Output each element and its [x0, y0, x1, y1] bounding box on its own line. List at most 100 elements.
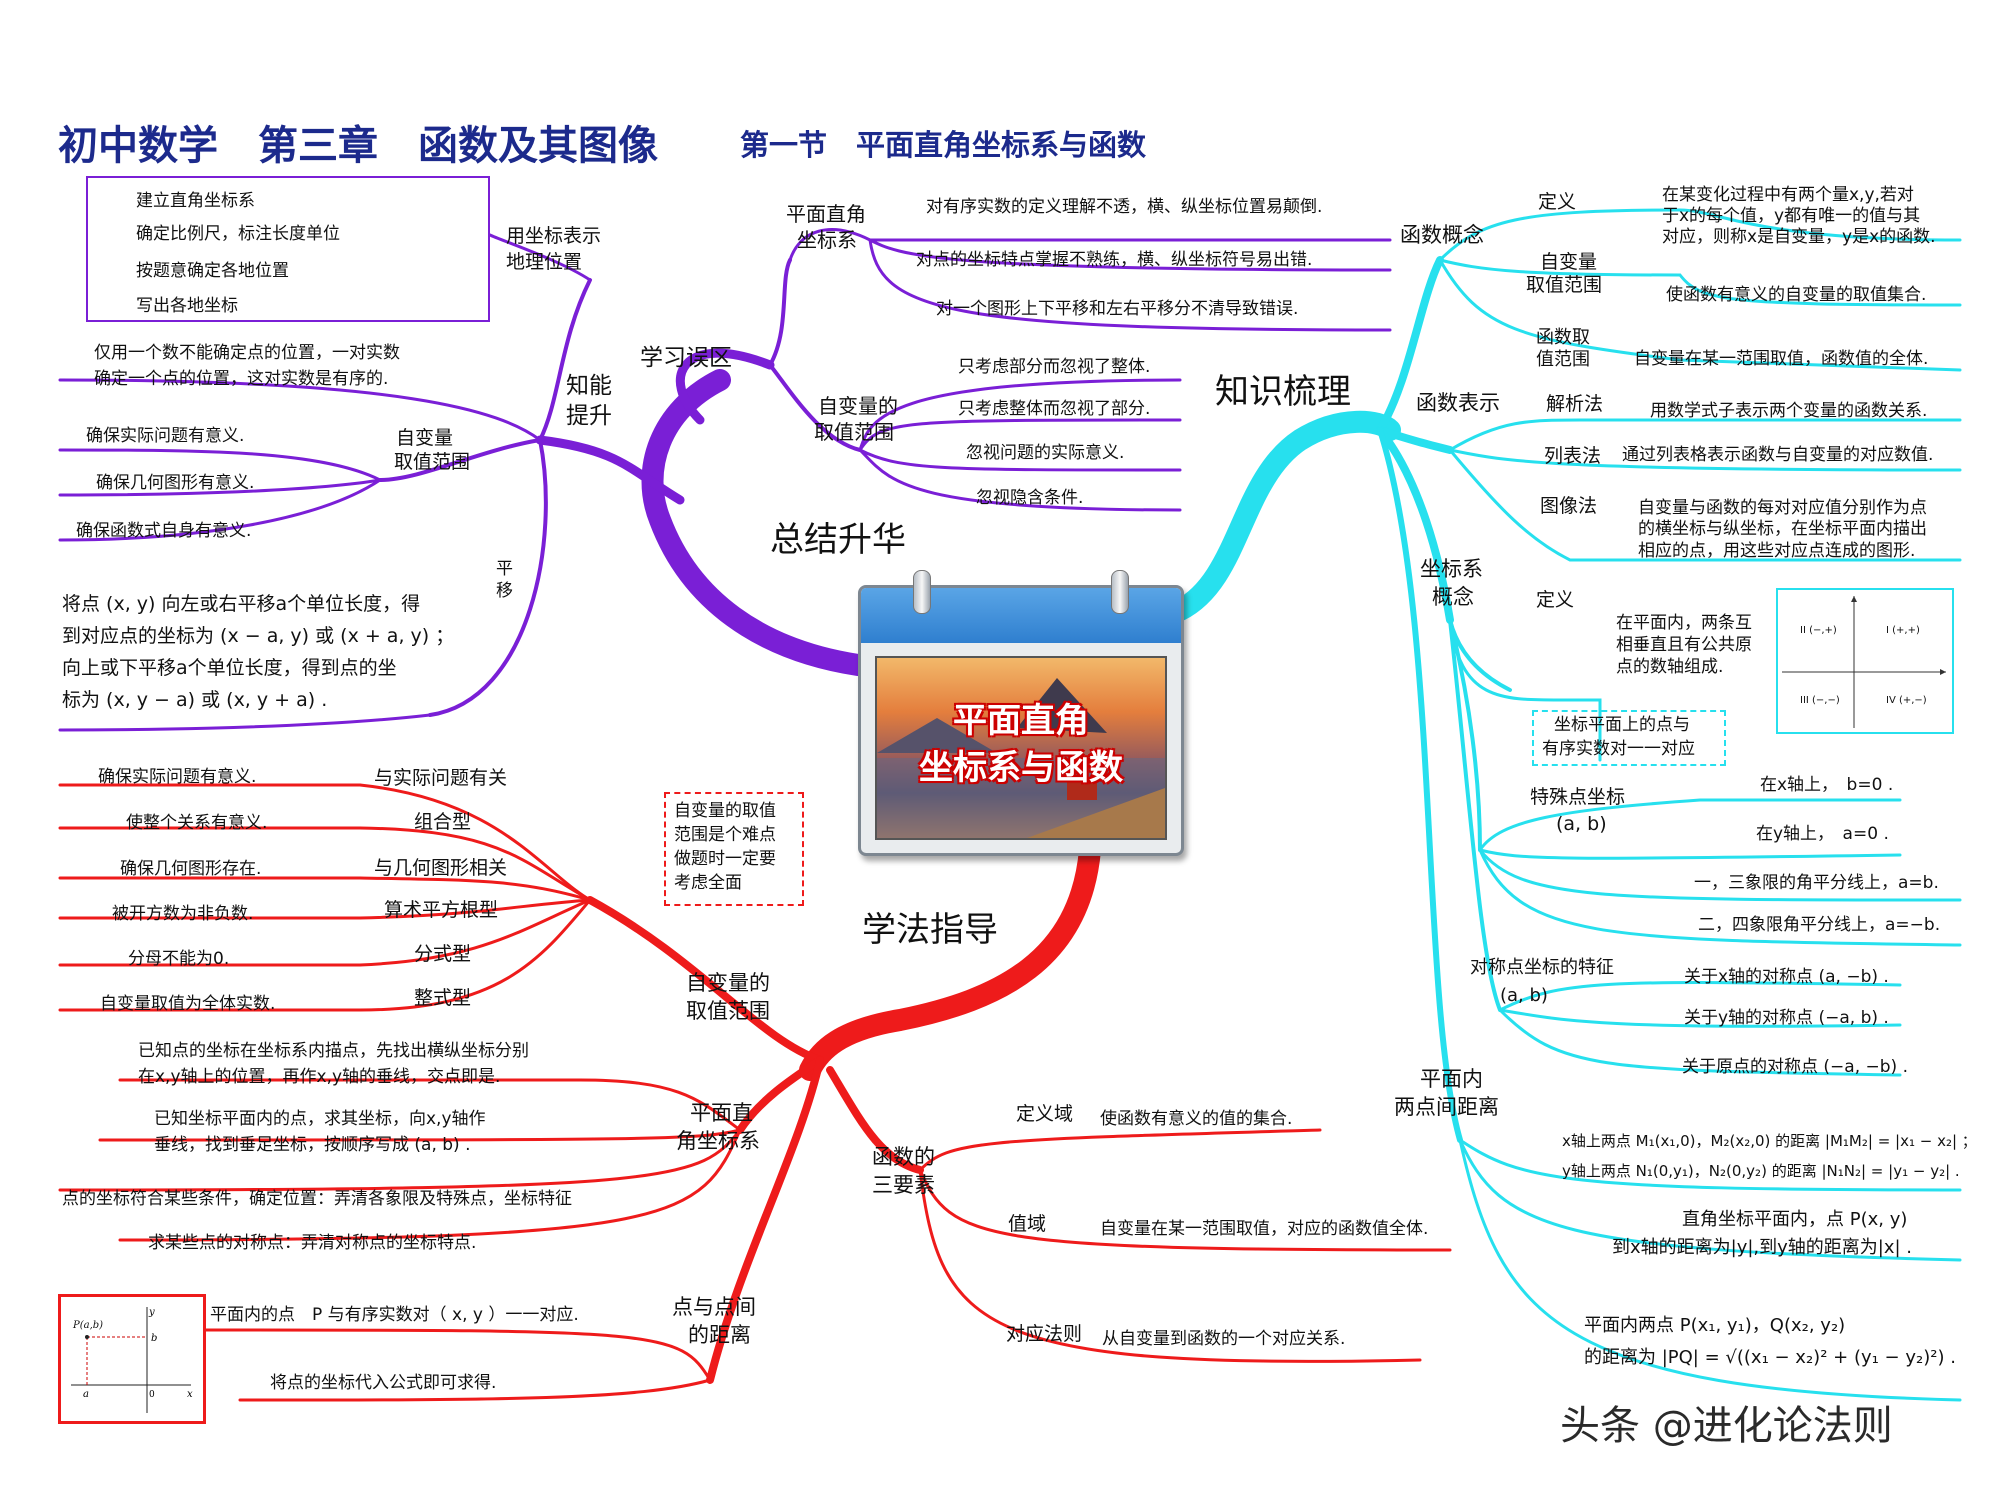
dist-label-2: 的距离 [688, 1323, 751, 1347]
coordsys-def-label: 定义 [1536, 589, 1575, 611]
concept-domain-text: 使函数有意义的自变量的取值集合. [1666, 285, 1927, 305]
distance-pq-l1: 平面内两点 P(x₁, y₁)，Q(x₂, y₂) [1584, 1315, 1846, 1336]
rect-a-l1: 已知点的坐标在坐标系内描点，先找出横纵坐标分别 [138, 1041, 529, 1061]
concept-def-l2: 于x的每个值，y都有唯一的值与其 [1662, 206, 1921, 226]
ability-range-item-2: 确保几何图形有意义. [96, 473, 255, 493]
range-type-4: 算术平方根型 [384, 899, 499, 921]
dist-a: 平面内的点 P 与有序实数对（ x, y ）一一对应. [210, 1305, 579, 1325]
distance-axis-l1: x轴上两点 M₁(x₁,0)，M₂(x₂,0) 的距离 |M₁M₂| = |x₁… [1562, 1132, 1977, 1150]
repr-analytic-text: 用数学式子表示两个变量的函数关系. [1650, 401, 1928, 421]
coordsys-note-l2: 有序实数对一一对应 [1542, 739, 1695, 759]
errors-range-label-2: 取值范围 [814, 420, 894, 444]
range-rule-1: 确保实际问题有意义. [98, 767, 257, 787]
quadrant-3: III (−,−) [1800, 695, 1840, 706]
errors-range-item-4: 忽视隐含条件. [976, 488, 1084, 508]
errors-coord-label-2: 坐标系 [797, 228, 857, 252]
geo-label-1: 用坐标表示 [506, 225, 602, 247]
errors-coord-item-2: 对点的坐标特点掌握不熟练，横、纵坐标符号易出错. [916, 250, 1313, 270]
distance-pq-l2: 的距离为 |PQ| = √((x₁ − x₂)² + (y₁ − y₂)²) . [1584, 1347, 1956, 1368]
special-item-3: 一，三象限的角平分线上，a=b. [1694, 873, 1939, 893]
axes-icon [1782, 596, 1946, 728]
dist-b: 将点的坐标代入公式即可求得. [270, 1373, 497, 1393]
three-label-1: 函数的 [872, 1145, 935, 1169]
shift-l4: 标为 (x, y − a) 或 (x, y + a) . [62, 689, 328, 711]
distance-axis-l2: y轴上两点 N₁(0,y₁)，N₂(0,y₂) 的距离 |N₁N₂| = |y₁… [1562, 1162, 1960, 1180]
geo-steps-box [86, 176, 490, 322]
shift-l2: 到对应点的坐标为 (x − a, y) 或 (x + a, y) ； [62, 625, 455, 647]
center-title-line1: 平面直角 [953, 701, 1089, 741]
svg-text:0: 0 [149, 1390, 155, 1400]
distance-axdist-l2: 到x轴的距离为|y|,到y轴的距离为|x| . [1612, 1237, 1913, 1258]
repr-analytic: 解析法 [1546, 393, 1604, 415]
repr-graph-l1: 自变量与函数的每对对应值分别作为点 [1638, 498, 1927, 518]
point-figure-label: P(a,b) [73, 1320, 104, 1331]
range-type-6: 整式型 [414, 987, 472, 1009]
range-rule-3: 确保几何图形存在. [120, 859, 262, 879]
distance-axdist-l1: 直角坐标平面内，点 P(x, y) [1682, 1209, 1908, 1230]
summary-to-errors [675, 348, 775, 425]
distance-label-2: 两点间距离 [1394, 1095, 1499, 1119]
errors-range-item-3: 忽视问题的实际意义. [966, 443, 1125, 463]
rect-b-l2: 垂线，找到垂足坐标，按顺序写成 (a, b) . [154, 1135, 471, 1155]
symmetric-item-1: 关于x轴的对称点 (a, −b) . [1684, 967, 1889, 987]
symmetric-label-1: 对称点坐标的特征 [1470, 957, 1614, 978]
range-type-3: 与几何图形相关 [374, 857, 508, 879]
three-domain-text: 使函数有意义的值的集合. [1100, 1109, 1293, 1129]
ability-range-item-1: 确保实际问题有意义. [86, 426, 245, 446]
special-item-1: 在x轴上， b=0 . [1760, 775, 1894, 795]
three-domain: 定义域 [1016, 1103, 1074, 1125]
quadrant-2: II (−,+) [1800, 625, 1837, 636]
geo-label-2: 地理位置 [506, 251, 583, 273]
concept-domain-label-1: 自变量 [1540, 251, 1598, 273]
ability-range-label-1: 自变量 [396, 427, 454, 449]
rect-a-l2: 在x,y轴上的位置，再作x,y轴的垂线，交点即是. [138, 1067, 501, 1087]
center-calendar: 平面直角 坐标系与函数 [858, 570, 1184, 856]
geo-step-2: 确定比例尺，标注长度单位 [136, 224, 340, 244]
geo-step-4: 写出各地坐标 [136, 296, 238, 316]
summary-trunk [641, 369, 869, 676]
svg-text:b: b [151, 1333, 157, 1344]
method-label: 学法指导 [862, 910, 998, 950]
rect-b-l1: 已知坐标平面内的点，求其坐标，向x,y轴作 [154, 1109, 486, 1129]
geo-step-1: 建立直角坐标系 [136, 191, 255, 211]
page-title: 初中数学 第三章 函数及其图像 [58, 123, 658, 169]
ability-label-1: 知能 [566, 373, 612, 399]
three-label-2: 三要素 [872, 1173, 935, 1197]
repr-graph: 图像法 [1540, 495, 1598, 517]
repr-list-text: 通过列表格表示函数与自变量的对应数值. [1622, 445, 1934, 465]
calendar-ring-right [1111, 570, 1129, 614]
errors-range-item-1: 只考虑部分而忽视了整体. [958, 357, 1151, 377]
range-rule-4: 被开方数为非负数. [112, 904, 254, 924]
ordered-pair-l2: 确定一个点的位置，这对实数是有序的. [94, 369, 389, 389]
ability-range-label-2: 取值范围 [394, 451, 471, 473]
errors-range-item-2: 只考虑整体而忽视了部分. [958, 399, 1151, 419]
center-image: 平面直角 坐标系与函数 [875, 656, 1167, 840]
errors-coord-label-1: 平面直角 [786, 202, 866, 226]
calendar-ring-left [913, 570, 931, 614]
geo-step-3: 按题意确定各地位置 [136, 261, 289, 281]
point-axes-icon: y x b a 0 [71, 1307, 193, 1413]
summary-to-ability [535, 435, 685, 505]
center-title-line2: 坐标系与函数 [919, 748, 1123, 788]
method-note-l3: 做题时一定要 [674, 849, 776, 869]
knowledge-trunk [1169, 410, 1401, 621]
repr-list: 列表法 [1544, 445, 1602, 467]
coordsys-label-1: 坐标系 [1420, 557, 1483, 581]
method-range-label-1: 自变量的 [686, 971, 770, 995]
method-note-l2: 范围是个难点 [674, 825, 776, 845]
coordsys-def-l3: 点的数轴组成. [1616, 657, 1724, 677]
ability-label-2: 提升 [566, 403, 612, 429]
quadrant-4: IV (+,−) [1886, 695, 1927, 706]
concept-domain-label-2: 取值范围 [1526, 274, 1603, 296]
symmetric-item-2: 关于y轴的对称点 (−a, b) . [1684, 1008, 1889, 1028]
three-rule-text: 从自变量到函数的一个对应关系. [1102, 1329, 1346, 1349]
rect-label-2: 角坐标系 [676, 1129, 760, 1153]
repr-graph-l3: 相应的点，用这些对应点连成的图形. [1638, 541, 1916, 561]
rect-d: 求某些点的对称点：弄清对称点的坐标特点. [148, 1233, 477, 1253]
range-rule-5: 分母不能为0. [128, 949, 230, 969]
special-item-4: 二，四象限角平分线上，a=−b. [1698, 915, 1941, 935]
shift-l1: 将点 (x, y) 向左或右平移a个单位长度，得 [62, 593, 421, 615]
method-note-box [664, 792, 804, 906]
concept-def-l1: 在某变化过程中有两个量x,y,若对 [1662, 185, 1914, 205]
